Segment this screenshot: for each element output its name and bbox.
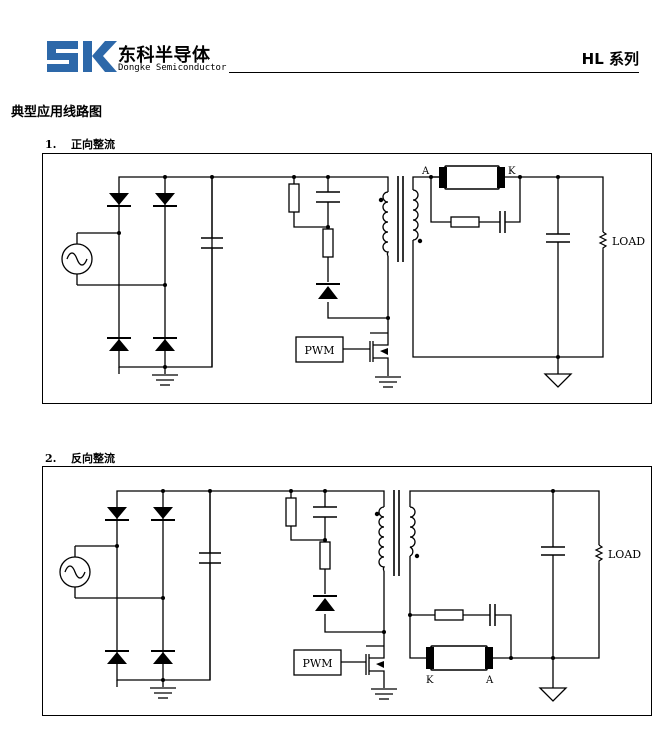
diagram-1-frame <box>42 153 652 404</box>
ac-source-icon-2 <box>59 546 91 598</box>
diagram-2-title: 反向整流 <box>71 452 115 465</box>
bridge-diodes <box>107 193 177 351</box>
diagram-2-frame <box>42 466 652 716</box>
load-label-2: LOAD <box>608 548 641 561</box>
load-label: LOAD <box>612 235 645 248</box>
anode-label: A <box>421 166 430 177</box>
ground-icon <box>152 374 401 388</box>
anode-label-2: A <box>485 675 494 686</box>
bridge-diodes-2 <box>105 507 175 664</box>
rc-capacitor-2 <box>489 604 496 626</box>
pwm-label: PWM <box>305 344 335 357</box>
output-capacitor-2 <box>541 546 565 556</box>
pwm-label-2: PWM <box>303 657 333 670</box>
mosfet-switch-2 <box>376 661 384 668</box>
output-ground-icon-2 <box>538 687 568 702</box>
diagram-2-heading: 2. 反向整流 <box>45 450 115 466</box>
transformer <box>382 176 419 262</box>
logo-mark <box>47 41 117 72</box>
cathode-label: K <box>508 166 516 177</box>
hl-device <box>431 165 505 190</box>
output-capacitor <box>546 233 570 243</box>
load-resistor-2 <box>594 544 604 563</box>
company-logo <box>47 41 117 72</box>
diagram-1-number: 1. <box>45 138 57 151</box>
load-resistor <box>598 231 608 250</box>
pwm-controller-2 <box>293 649 342 676</box>
clamp-diode <box>316 283 340 299</box>
ac-source-icon <box>61 233 93 285</box>
bulk-capacitor-2 <box>199 552 221 564</box>
section-title: 典型应用线路图 <box>11 105 103 120</box>
series-label: HL 系列 <box>581 50 639 68</box>
hl-device-2 <box>426 645 493 671</box>
company-name-en: Dongke Semiconductor <box>118 63 227 73</box>
snubber-resistor <box>285 497 297 527</box>
snubber-resistor-2 <box>322 228 334 258</box>
mosfet-switch <box>380 348 388 355</box>
rc-resistor <box>450 216 480 228</box>
bulk-capacitor <box>201 237 223 249</box>
cathode-label-2: K <box>426 675 434 686</box>
snubber-capacitor-2 <box>313 506 337 518</box>
snubber-capacitor <box>316 191 340 203</box>
diagram-1-title: 正向整流 <box>71 138 115 151</box>
rc-resistor-2 <box>434 609 464 621</box>
pwm-controller <box>295 336 344 363</box>
snubber-resistor-2 <box>319 541 331 570</box>
transformer-2 <box>378 490 416 576</box>
snubber-resistor <box>288 183 300 213</box>
ground-icon-2 <box>150 687 397 700</box>
diagram-2-number: 2. <box>45 452 57 465</box>
clamp-diode-2 <box>313 595 337 611</box>
rc-capacitor <box>499 211 506 233</box>
diagram-1-heading: 1. 正向整流 <box>45 136 115 152</box>
output-ground-icon <box>543 373 573 388</box>
company-name-cn: 东科半导体 <box>118 45 211 66</box>
header-divider <box>229 72 639 73</box>
